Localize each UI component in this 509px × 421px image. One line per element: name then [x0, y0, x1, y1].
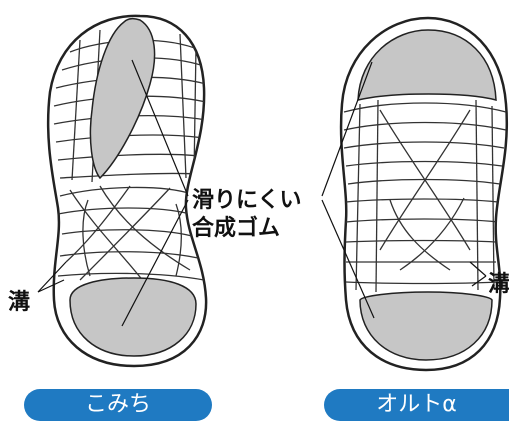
- rubber-pad-forefoot: [89, 17, 156, 180]
- material-label-line2: 合成ゴム: [192, 216, 281, 241]
- material-label-line1: 滑りにくい: [192, 188, 302, 213]
- sole-komichi: [46, 14, 208, 368]
- sole-orto-alpha: [339, 16, 509, 372]
- groove-label-right: 溝: [488, 272, 509, 297]
- rubber-pad-heel: [359, 291, 493, 361]
- product-label-orto-alpha: オルトα: [324, 389, 509, 421]
- rubber-pad-toe: [357, 29, 497, 101]
- groove-label-left: 溝: [8, 290, 31, 315]
- rubber-pad-heel: [69, 277, 197, 357]
- callout-lines: [37, 59, 487, 327]
- product-label-komichi: こみち: [24, 389, 212, 421]
